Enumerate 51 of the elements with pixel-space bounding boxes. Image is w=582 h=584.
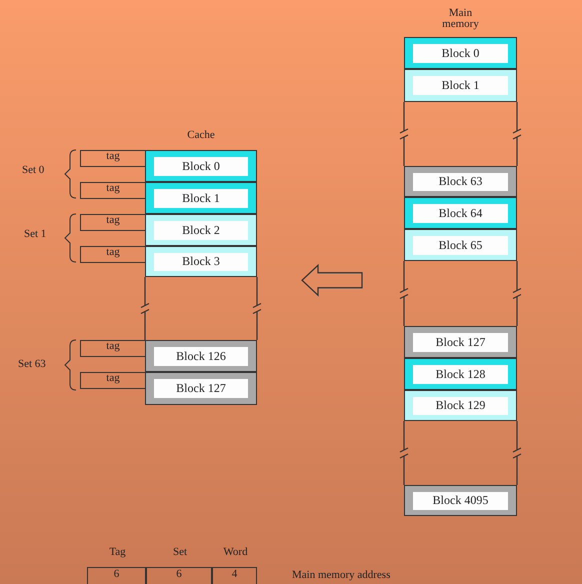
tag-field: tag [80, 246, 145, 263]
block-label: Block 4095 [413, 492, 508, 510]
memory-block [404, 69, 517, 102]
column-title: Cache [186, 130, 216, 141]
memory-block [145, 214, 257, 246]
block-label: Block 64 [413, 204, 508, 222]
table-cell: 6 [87, 567, 146, 584]
memory-block [404, 37, 517, 69]
tag-field: tag [80, 214, 145, 231]
memory-block [404, 326, 517, 358]
table-cell: 6 [146, 567, 212, 584]
memory-block [145, 150, 257, 182]
memory-block [404, 358, 517, 390]
memory-block [145, 372, 257, 405]
block-label: Block 0 [413, 44, 508, 62]
set-label: Set 1 [24, 228, 46, 240]
set-label: Set 0 [22, 164, 44, 176]
memory-block [404, 166, 517, 197]
block-label: Block 63 [413, 172, 508, 190]
tag-field: tag [80, 182, 145, 199]
block-label: Block 1 [413, 76, 508, 95]
column-header: Set [172, 546, 188, 558]
block-label: Block 0 [154, 156, 248, 176]
block-label: Block 2 [154, 220, 248, 240]
memory-block [404, 485, 517, 516]
hollow-arrow [301, 264, 363, 297]
memory-column [145, 128, 257, 405]
tag-field: tag [80, 372, 145, 389]
block-label: Block 127 [413, 332, 508, 352]
block-label: Block 3 [154, 252, 248, 270]
memory-block [145, 182, 257, 214]
block-label: Block 128 [413, 364, 508, 384]
column-header: Word [222, 546, 249, 558]
column-title: Main memory [441, 8, 480, 30]
memory-block [404, 229, 517, 261]
set-label: Set 63 [18, 358, 46, 370]
table-cell: 4 [212, 567, 257, 584]
caption-text: Main memory address [292, 569, 390, 581]
memory-block [145, 340, 257, 372]
block-label: Block 126 [154, 346, 248, 366]
memory-block [404, 390, 517, 421]
tag-field: tag [80, 150, 145, 167]
column-header: Tag [108, 546, 127, 558]
tag-field: tag [80, 340, 145, 357]
memory-block [145, 246, 257, 277]
memory-block [404, 197, 517, 229]
block-label: Block 127 [154, 379, 248, 398]
block-label: Block 1 [154, 188, 248, 208]
block-label: Block 129 [413, 396, 508, 414]
block-label: Block 65 [413, 236, 508, 254]
memory-column [404, 8, 517, 516]
